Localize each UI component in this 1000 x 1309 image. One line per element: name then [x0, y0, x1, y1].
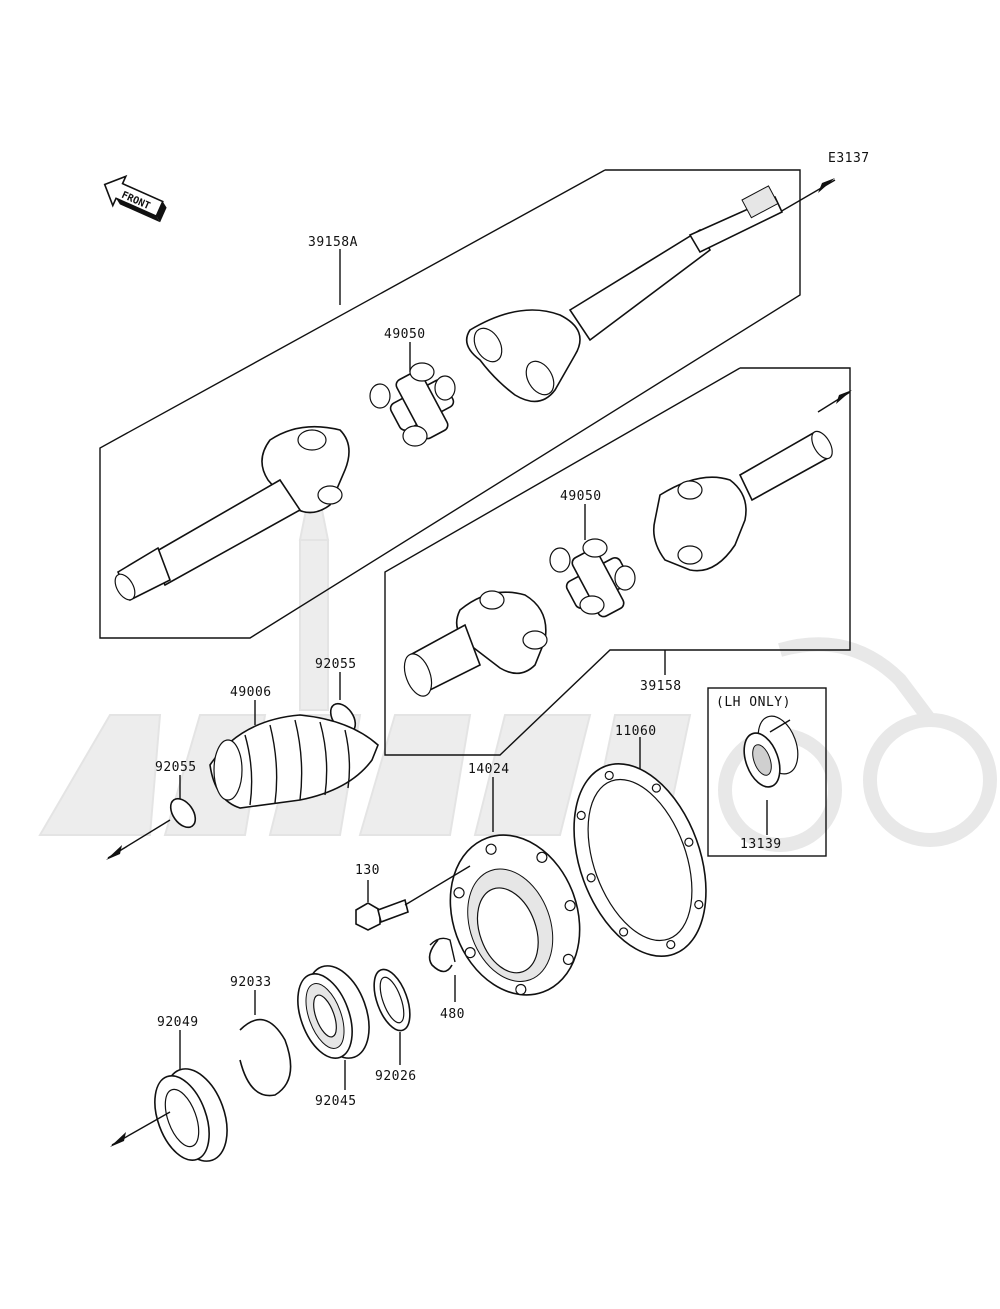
- label-92055-a: 92055: [315, 657, 357, 672]
- o-ring-92055-b: [169, 797, 197, 829]
- label-14024: 14024: [468, 762, 510, 777]
- label-92033: 92033: [230, 975, 272, 990]
- housing-14024: [449, 834, 581, 996]
- snap-ring-92033: [239, 1018, 292, 1097]
- label-480: 480: [440, 1007, 465, 1022]
- circlip-480: [428, 939, 453, 973]
- part-13139: [743, 715, 799, 788]
- washer-92026: [373, 968, 411, 1032]
- label-49050-lower: 49050: [560, 489, 602, 504]
- label-13139: 13139: [740, 837, 782, 852]
- label-49050-upper: 49050: [384, 327, 426, 342]
- shaft-39158-inner: [403, 590, 548, 697]
- oil-seal-92049: [154, 1068, 228, 1162]
- label-39158a: 39158A: [308, 235, 358, 250]
- bolt-130: [355, 898, 409, 931]
- label-92045: 92045: [315, 1094, 357, 1109]
- label-92026: 92026: [375, 1069, 417, 1084]
- universal-joint-cross-upper: [369, 362, 456, 447]
- shaft-39158-outer: [652, 430, 833, 572]
- label-92049: 92049: [157, 1015, 199, 1030]
- frame-39158a: [99, 169, 801, 639]
- boot-49006: [209, 714, 379, 809]
- lh-only-label: (LH ONLY): [716, 695, 791, 710]
- diagram-code: E3137: [828, 151, 870, 166]
- shaft-39158a-inner: [114, 425, 350, 602]
- label-11060: 11060: [615, 724, 657, 739]
- bearing-92045: [297, 965, 370, 1059]
- front-arrow-icon: FRONT: [103, 174, 167, 223]
- label-130: 130: [355, 863, 380, 878]
- universal-joint-cross-lower: [549, 538, 636, 618]
- label-49006: 49006: [230, 685, 272, 700]
- shaft-39158a-outer: [465, 185, 784, 403]
- gasket-11060: [573, 763, 707, 957]
- label-92055-b: 92055: [155, 760, 197, 775]
- frame-39158: [384, 367, 851, 756]
- lh-only-box: [707, 687, 827, 857]
- label-39158: 39158: [640, 679, 682, 694]
